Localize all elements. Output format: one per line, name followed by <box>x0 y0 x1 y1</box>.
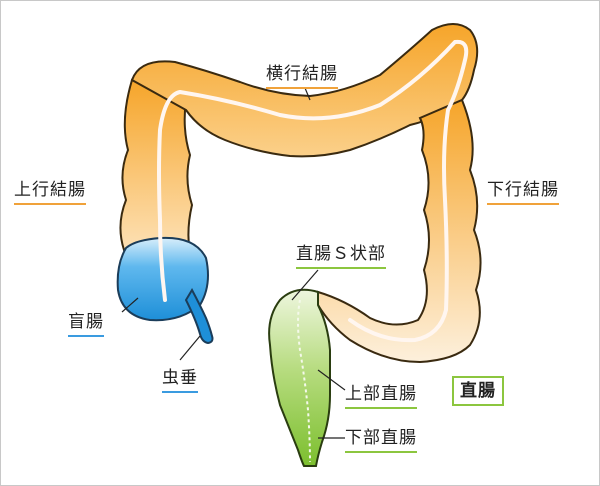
leader-cecum <box>121 297 139 313</box>
descending-colon-shape <box>317 98 482 364</box>
rectum-shape <box>268 288 331 467</box>
leader-upper-rectum <box>317 369 346 391</box>
transverse-colon-shape <box>130 23 479 158</box>
leader-rectosigmoid <box>291 269 319 301</box>
label-descending-colon: 下行結腸 <box>487 180 559 205</box>
label-appendix: 虫垂 <box>162 368 198 393</box>
leader-transverse <box>304 87 311 101</box>
rectum-box-label: 直腸 <box>452 376 504 406</box>
label-cecum: 盲腸 <box>68 312 104 337</box>
inner-lumen-line <box>157 39 469 343</box>
label-transverse-colon: 横行結腸 <box>266 64 338 89</box>
appendix-shape <box>184 287 214 345</box>
label-ascending-colon: 上行結腸 <box>14 180 86 205</box>
inner-lumen-line-rectum <box>297 299 311 463</box>
label-rectosigmoid: 直腸Ｓ状部 <box>296 244 386 269</box>
leader-lines <box>121 87 346 439</box>
label-upper-rectum: 上部直腸 <box>345 384 417 409</box>
label-lower-rectum: 下部直腸 <box>345 428 417 453</box>
leader-appendix <box>179 335 201 361</box>
